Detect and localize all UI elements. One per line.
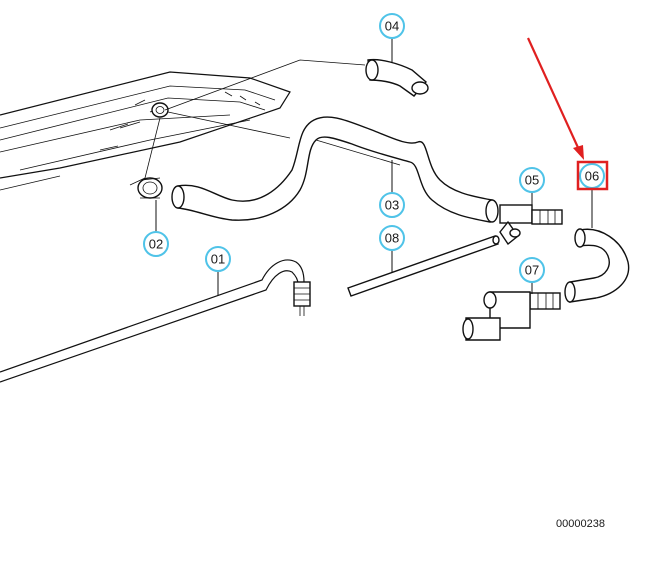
callout-03: 03 — [379, 192, 405, 218]
callout-01-label: 01 — [211, 252, 225, 267]
pipe-01 — [0, 259, 311, 383]
leader-lines — [155, 38, 593, 296]
fitting-05 — [499, 204, 563, 246]
rod-08 — [347, 235, 500, 297]
callout-08-label: 08 — [385, 231, 399, 246]
hose-06 — [564, 228, 630, 303]
valve-cover — [0, 59, 366, 191]
callout-04-label: 04 — [385, 19, 399, 34]
callout-02-label: 02 — [149, 237, 163, 252]
clamp-02 — [137, 177, 163, 199]
callout-05: 05 — [519, 167, 545, 193]
callout-01: 01 — [205, 246, 231, 272]
red-pointer-arrow — [526, 37, 584, 160]
hose-03 — [171, 116, 499, 223]
callout-05-label: 05 — [525, 173, 539, 188]
callout-06: 06 — [576, 160, 609, 191]
highlight-box — [576, 160, 609, 191]
fitting-07 — [462, 291, 561, 341]
callout-03-label: 03 — [385, 198, 399, 213]
callout-06-label: 06 — [585, 169, 599, 184]
callout-08: 08 — [379, 225, 405, 251]
hose-04 — [365, 58, 429, 97]
callout-04: 04 — [379, 13, 405, 39]
callout-02: 02 — [143, 231, 169, 257]
callout-07-label: 07 — [525, 263, 539, 278]
drawing-number: 00000238 — [556, 518, 605, 530]
callout-07: 07 — [519, 257, 545, 283]
